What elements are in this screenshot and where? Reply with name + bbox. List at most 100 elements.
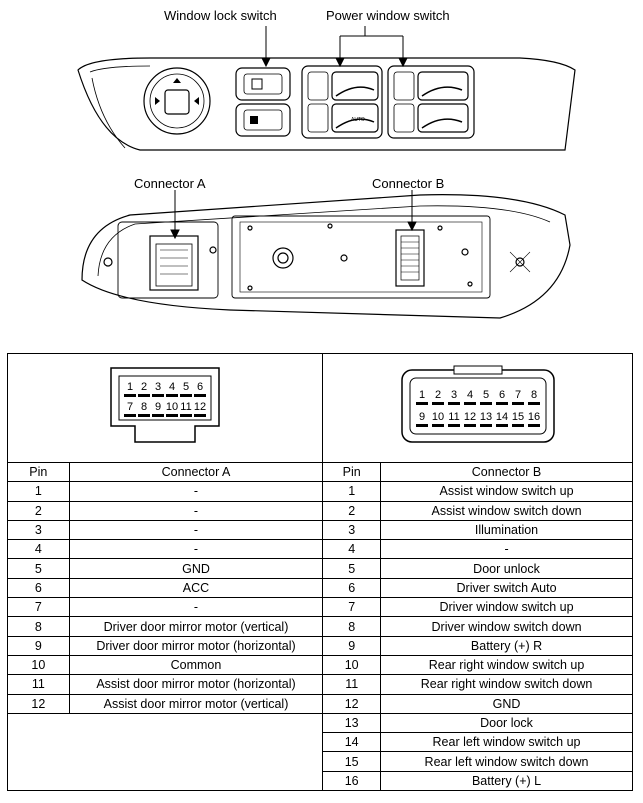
switch-housing-bottom-view bbox=[81, 194, 571, 319]
pin-number: 2 bbox=[435, 389, 441, 401]
connector-b-desc: Rear right window switch up bbox=[380, 654, 633, 676]
connector-b-pin: 5 bbox=[322, 558, 382, 579]
connector-b-pin: 13 bbox=[322, 712, 382, 734]
connector-a-pin: 10 bbox=[7, 654, 70, 676]
pin-number: 11 bbox=[448, 411, 459, 423]
connector-b-desc: Battery (+) R bbox=[380, 635, 633, 656]
window-lock-switch-label: Window lock switch bbox=[164, 8, 277, 23]
connector-a-desc: - bbox=[68, 500, 324, 521]
connector-a-desc: Driver door mirror motor (vertical) bbox=[68, 616, 324, 637]
connector-a-header: Connector A bbox=[68, 461, 324, 483]
pin-terminal bbox=[180, 393, 193, 397]
connector-a-desc: Assist door mirror motor (vertical) bbox=[68, 693, 324, 714]
power-window-switch-label: Power window switch bbox=[326, 8, 450, 23]
pin-number: 7 bbox=[515, 389, 521, 401]
pin-number: 4 bbox=[169, 381, 175, 393]
pin-number: 11 bbox=[180, 401, 191, 413]
pin-terminal bbox=[138, 413, 151, 417]
empty-cell bbox=[6, 712, 324, 792]
connector-b-pin: 2 bbox=[322, 500, 382, 521]
pin-number: 8 bbox=[531, 389, 537, 401]
connector-b-desc: Battery (+) L bbox=[380, 770, 633, 792]
pin-terminal bbox=[166, 393, 179, 397]
connector-b-pin: 15 bbox=[322, 751, 382, 772]
pin-terminal bbox=[431, 401, 444, 405]
pin-number: 1 bbox=[419, 389, 425, 401]
pin-number: 10 bbox=[432, 411, 444, 423]
top-leader-lines bbox=[261, 26, 408, 68]
connector-b-desc: - bbox=[380, 539, 633, 560]
connector-a-desc: - bbox=[68, 539, 324, 560]
connector-b-pin: 10 bbox=[322, 654, 382, 676]
pin-terminal bbox=[124, 413, 137, 417]
pin-number: 10 bbox=[166, 401, 178, 413]
connector-a-desc: Assist door mirror motor (horizontal) bbox=[68, 674, 324, 695]
connector-b-desc: Driver window switch down bbox=[380, 616, 633, 637]
pin-number: 7 bbox=[127, 401, 133, 413]
connector-b-pin: 9 bbox=[322, 635, 382, 656]
connector-a-pin: 9 bbox=[7, 635, 70, 656]
pin-terminal bbox=[194, 393, 207, 397]
pin-number: 9 bbox=[419, 411, 425, 423]
connector-a-pin: 4 bbox=[7, 539, 70, 560]
pin-number: 1 bbox=[127, 381, 133, 393]
connector-a-pin: 5 bbox=[7, 558, 70, 579]
connector-a-pin: 6 bbox=[7, 577, 70, 599]
connector-b-pin: 3 bbox=[322, 519, 382, 541]
pin-number: 4 bbox=[467, 389, 473, 401]
pin-terminal bbox=[511, 401, 524, 405]
connector-b-desc: Assist window switch down bbox=[380, 500, 633, 521]
connector-b-desc: Driver window switch up bbox=[380, 597, 633, 618]
connector-b-desc: Rear right window switch down bbox=[380, 674, 633, 695]
connector-a-pin: 7 bbox=[7, 597, 70, 618]
pin-number: 6 bbox=[197, 381, 203, 393]
pin-terminal bbox=[511, 423, 524, 427]
pin-terminal bbox=[447, 423, 460, 427]
connector-b-pin: 4 bbox=[322, 539, 382, 560]
connector-b-desc: Driver switch Auto bbox=[380, 577, 633, 599]
connector-b-desc: Assist window switch up bbox=[380, 481, 633, 502]
pin-terminal bbox=[138, 393, 151, 397]
connector-a-pin: 2 bbox=[7, 500, 70, 521]
pin-number: 15 bbox=[512, 411, 524, 423]
pin-number: 13 bbox=[480, 411, 492, 423]
pin-terminal bbox=[495, 401, 508, 405]
connector-a-pin: 12 bbox=[7, 693, 70, 714]
pin-terminal bbox=[447, 401, 460, 405]
connector-b-pin: 6 bbox=[322, 577, 382, 599]
pin-terminal bbox=[527, 423, 540, 427]
pin-terminal bbox=[527, 401, 540, 405]
pin-number: 12 bbox=[194, 401, 206, 413]
auto-mark: AUTO bbox=[351, 117, 365, 123]
connector-b-pin: 16 bbox=[322, 770, 382, 792]
pin-terminal bbox=[479, 423, 492, 427]
pin-number: 12 bbox=[464, 411, 476, 423]
pin-terminal bbox=[495, 423, 508, 427]
pin-header-b: Pin bbox=[322, 461, 382, 483]
connector-b-pin: 7 bbox=[322, 597, 382, 618]
connector-b-desc: Rear left window switch down bbox=[380, 751, 633, 772]
connector-a-desc: GND bbox=[68, 558, 324, 579]
table-row: 4-4- bbox=[7, 539, 633, 560]
pin-terminal bbox=[152, 393, 165, 397]
connector-b-pin: 12 bbox=[322, 693, 382, 714]
connector-a-desc: ACC bbox=[68, 577, 324, 599]
bottom-leader-lines bbox=[170, 190, 417, 240]
pin-header-a: Pin bbox=[7, 461, 70, 483]
pin-number: 9 bbox=[155, 401, 161, 413]
pin-terminal bbox=[124, 393, 137, 397]
pin-number: 5 bbox=[483, 389, 489, 401]
